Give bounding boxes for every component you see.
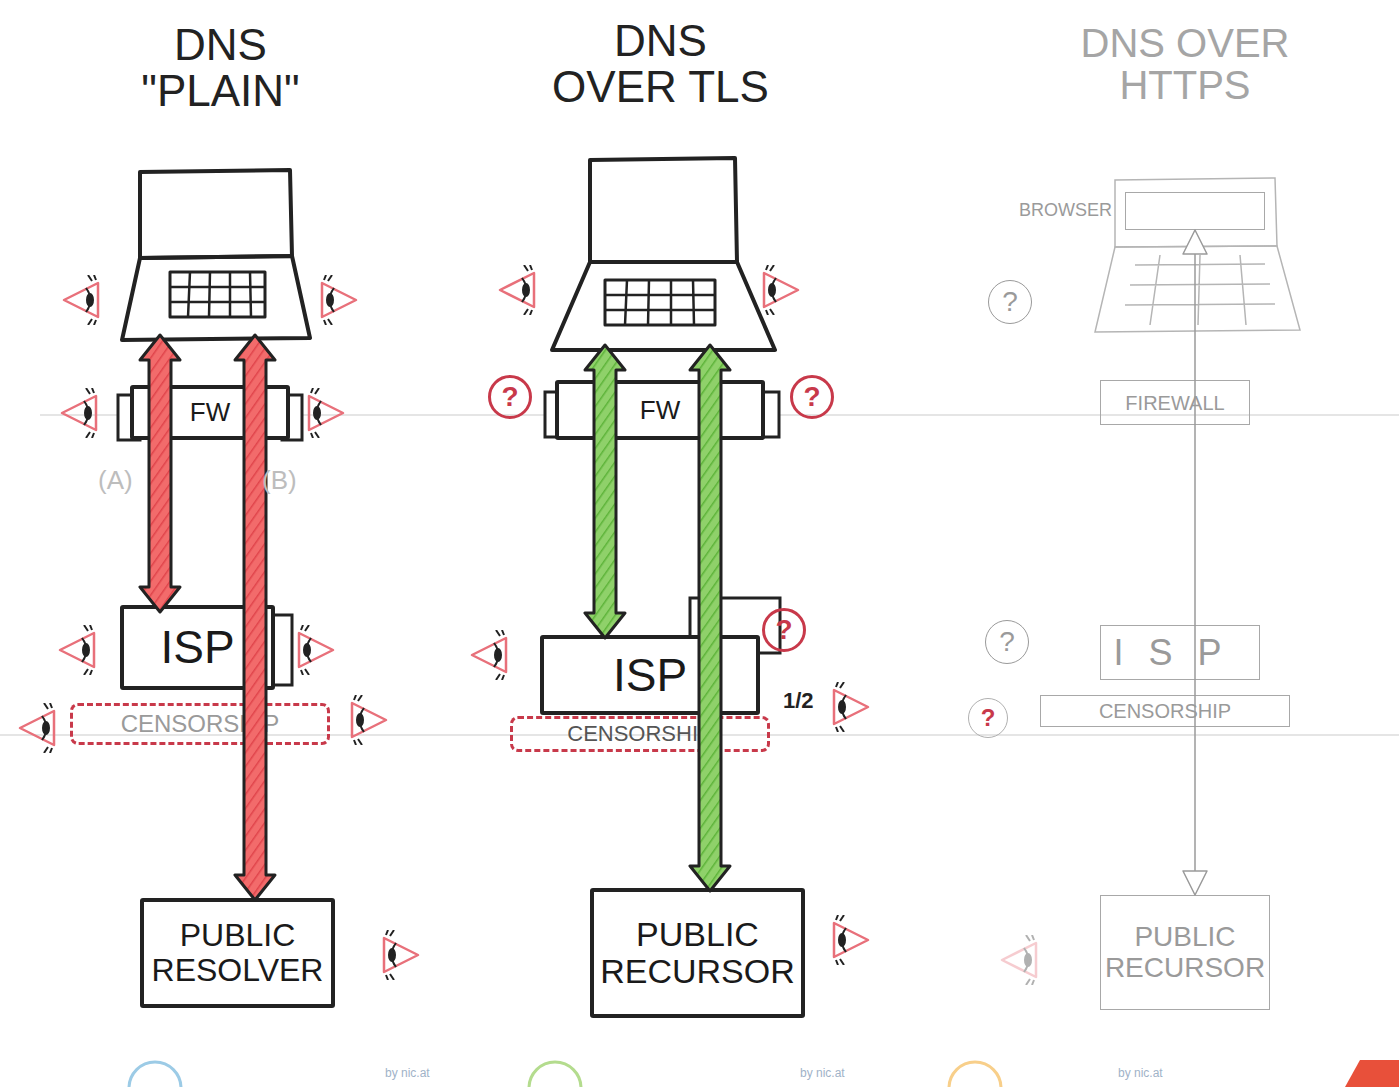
arrow-head bbox=[1183, 871, 1207, 895]
node-text: ISP bbox=[1113, 633, 1246, 673]
column-title: DNS OVER HTTPS bbox=[1040, 22, 1330, 106]
laptop-screen bbox=[140, 170, 292, 258]
column-title: DNS "PLAIN" bbox=[108, 22, 333, 114]
node-text: PUBLIC RESOLVER bbox=[144, 918, 331, 988]
resolver-box: PUBLIC RESOLVER bbox=[140, 898, 335, 1008]
question-mark: ? bbox=[968, 698, 1008, 738]
isp-box: ISP bbox=[120, 605, 275, 690]
node-text: BROWSER bbox=[1019, 201, 1112, 221]
question-mark: ? bbox=[790, 375, 834, 419]
node-text: PUBLIC RECURSOR bbox=[1101, 922, 1269, 984]
laptop-sketch bbox=[122, 170, 310, 340]
observer-eye bbox=[299, 625, 333, 675]
partial-note: 1/2 bbox=[783, 688, 814, 714]
keyboard-keys bbox=[605, 280, 715, 325]
browser-box: BROWSER bbox=[1125, 192, 1265, 230]
keyboard-keys bbox=[170, 272, 265, 317]
observer-eye bbox=[60, 625, 94, 675]
node-text: ISP bbox=[613, 650, 687, 701]
path-marker: (B) bbox=[262, 465, 297, 496]
node-text: FW bbox=[640, 396, 680, 425]
logo-text: by nic.at bbox=[1118, 1066, 1163, 1080]
firewall-box: FIREWALL bbox=[1100, 380, 1250, 425]
keyboard-grid bbox=[170, 272, 265, 317]
censorship-band: CENSORSHIP bbox=[1040, 695, 1290, 727]
laptop-keyboard bbox=[1095, 246, 1300, 332]
censorship-band: CENSORSHIP bbox=[510, 716, 770, 752]
laptop-screen bbox=[1115, 178, 1277, 247]
observer-eye bbox=[322, 275, 356, 325]
logo-circle bbox=[129, 1062, 181, 1087]
recursor-box: PUBLIC RECURSOR bbox=[590, 888, 805, 1018]
logo-circle bbox=[529, 1062, 581, 1087]
observer-eye bbox=[500, 265, 534, 315]
laptop-keyboard bbox=[552, 262, 775, 350]
arrow-head bbox=[1183, 230, 1207, 254]
question-mark: ? bbox=[988, 280, 1032, 324]
observer-eye bbox=[64, 275, 98, 325]
observer-eye bbox=[309, 388, 343, 438]
laptop-sketch-faint bbox=[1095, 178, 1300, 332]
connector-line bbox=[1194, 254, 1196, 871]
question-mark: ? bbox=[488, 375, 532, 419]
laptop-sketch bbox=[552, 158, 775, 350]
node-text: PUBLIC RECURSOR bbox=[594, 916, 801, 991]
keyboard-grid bbox=[605, 280, 715, 325]
isp-box: ISP bbox=[1100, 625, 1260, 680]
firewall-box: FW bbox=[555, 380, 765, 440]
node-text: CENSORSHIP bbox=[567, 722, 712, 746]
observer-eye-faint bbox=[1002, 935, 1036, 985]
node-text: FW bbox=[190, 398, 230, 427]
logo-circle bbox=[949, 1062, 1001, 1087]
observer-eye bbox=[834, 682, 868, 732]
isp-box: ISP bbox=[540, 635, 760, 715]
keyboard-keys bbox=[1125, 255, 1275, 325]
node-text: ISP bbox=[160, 622, 234, 673]
observer-eye bbox=[472, 630, 506, 680]
question-mark: ? bbox=[985, 620, 1029, 664]
node-text: FIREWALL bbox=[1125, 392, 1224, 414]
firewall-box: FW bbox=[130, 385, 290, 440]
observer-eye bbox=[62, 388, 96, 438]
node-text: CENSORSHIP bbox=[1099, 700, 1231, 722]
observer-eye bbox=[20, 703, 54, 753]
corner-mark bbox=[1345, 1060, 1399, 1087]
observer-eye bbox=[834, 915, 868, 965]
laptop-keyboard bbox=[122, 256, 310, 340]
observer-eye bbox=[384, 930, 418, 980]
observer-eye bbox=[764, 265, 798, 315]
query-arrow-a bbox=[140, 335, 180, 612]
column-title: DNS OVER TLS bbox=[548, 18, 773, 110]
recursor-box: PUBLIC RECURSOR bbox=[1100, 895, 1270, 1010]
path-marker: (A) bbox=[98, 465, 133, 496]
laptop-screen bbox=[590, 158, 737, 262]
logo-text: by nic.at bbox=[800, 1066, 845, 1080]
connector-arrow bbox=[1183, 230, 1207, 895]
observer-eye bbox=[352, 695, 386, 745]
node-text: CENSORSHIP bbox=[121, 711, 280, 737]
question-mark: ? bbox=[762, 608, 806, 652]
logo-text: by nic.at bbox=[385, 1066, 430, 1080]
censorship-band: CENSORSHIP bbox=[70, 703, 330, 745]
